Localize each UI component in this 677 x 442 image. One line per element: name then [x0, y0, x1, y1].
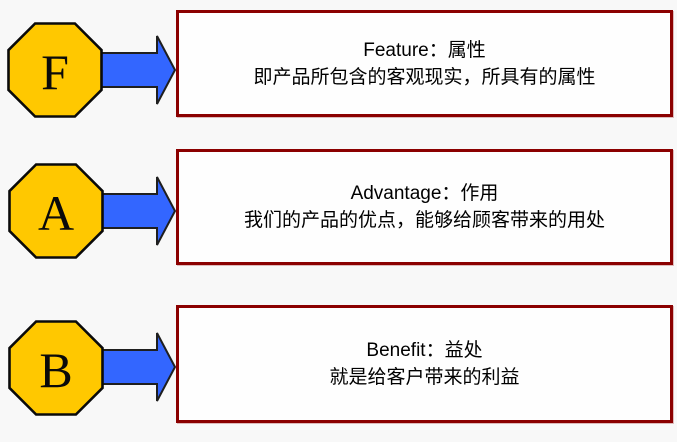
right-arrow-icon	[99, 176, 177, 246]
right-arrow-icon	[99, 332, 177, 402]
octagon-badge-advantage: A	[8, 163, 104, 259]
feature-box-description: 即产品所包含的客观现实，所具有的属性	[253, 66, 596, 88]
feature-box: Feature：属性 即产品所包含的客观现实，所具有的属性	[176, 10, 673, 117]
right-arrow-icon	[99, 35, 177, 105]
benefit-box-title: Benefit：益处	[366, 340, 483, 361]
octagon-shape-icon	[7, 22, 103, 118]
benefit-box-description: 就是给客户带来的利益	[329, 367, 520, 388]
octagon-letter-a: A	[37, 185, 75, 241]
advantage-box-description: 我们的产品的优点，能够给顾客带来的用处	[243, 210, 605, 231]
advantage-box-title: Advantage：作用	[350, 183, 499, 204]
octagon-shape-icon	[8, 163, 104, 259]
benefit-box: Benefit：益处 就是给客户带来的利益	[176, 305, 673, 423]
advantage-box: Advantage：作用 我们的产品的优点，能够给顾客带来的用处	[176, 149, 673, 265]
octagon-letter-b: B	[39, 342, 73, 398]
feature-box-title: Feature：属性	[363, 39, 486, 61]
octagon-shape-icon	[8, 320, 104, 416]
octagon-letter-f: F	[41, 44, 69, 100]
octagon-badge-feature: F	[7, 22, 103, 118]
octagon-badge-benefit: B	[8, 320, 104, 416]
